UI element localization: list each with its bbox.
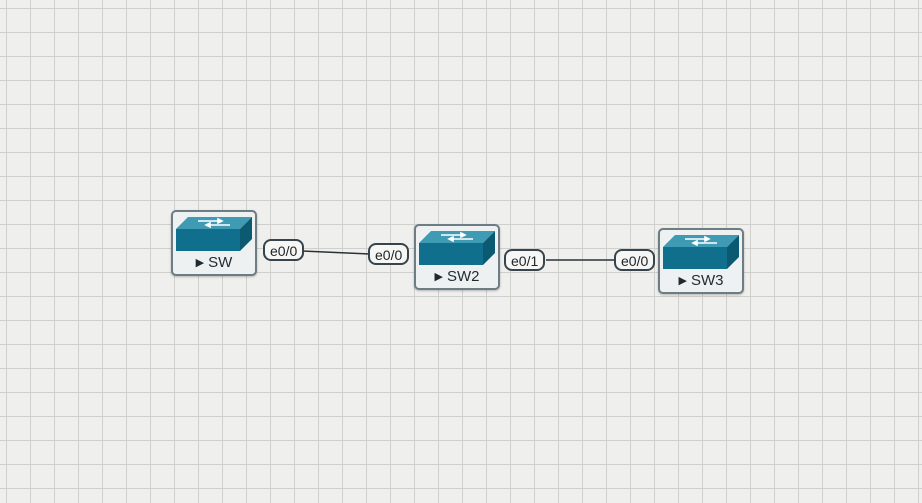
play-icon[interactable]: ▶: [678, 275, 687, 287]
port-label-sw-e0-0[interactable]: e0/0: [263, 239, 305, 261]
node-sw2[interactable]: ▶SW2: [414, 224, 500, 290]
node-sw3[interactable]: ▶SW3: [658, 228, 744, 294]
link-sw-sw2[interactable]: [301, 250, 371, 255]
switch-icon: [663, 235, 739, 269]
port-label-sw2-e0-0[interactable]: e0/0: [368, 243, 410, 265]
node-name: SW: [208, 254, 233, 271]
port-label-sw3-e0-0[interactable]: e0/0: [614, 249, 656, 271]
play-icon[interactable]: ▶: [195, 257, 205, 269]
node-name: SW2: [446, 268, 480, 285]
switch-icon: [176, 217, 252, 251]
node-sw[interactable]: ▶SW: [171, 210, 257, 276]
switch-icon: [419, 231, 495, 265]
play-icon[interactable]: ▶: [434, 271, 443, 283]
port-label-sw2-e0-1[interactable]: e0/1: [504, 249, 546, 271]
node-label: ▶SW2: [416, 268, 498, 285]
node-name: SW3: [690, 272, 724, 289]
node-label: ▶SW: [173, 254, 255, 271]
node-label: ▶SW3: [660, 272, 742, 289]
